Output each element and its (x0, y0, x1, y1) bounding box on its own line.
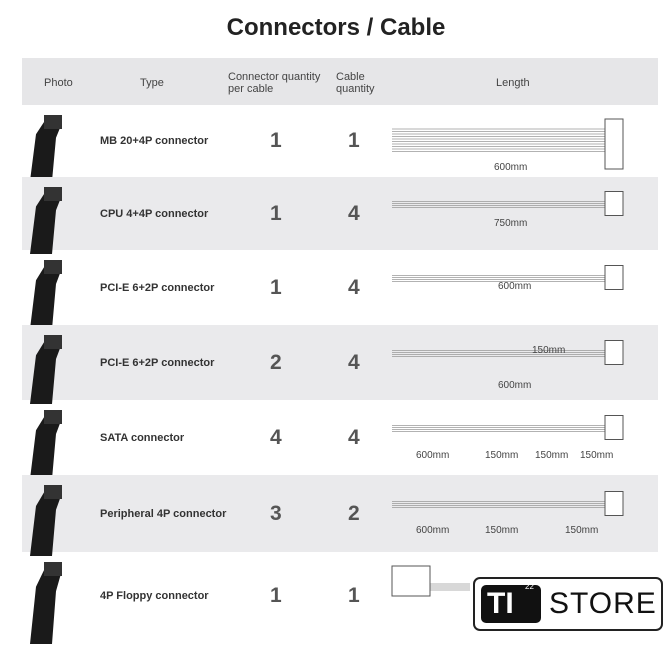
cable-length-diagram: 600mm (390, 105, 658, 177)
length-label: 150mm (535, 450, 569, 461)
length-label: 150mm (532, 345, 566, 356)
header-type: Type (140, 77, 164, 89)
cable-length-diagram: 600mm 150mm 150mm (390, 475, 658, 552)
length-label: 750mm (494, 218, 528, 229)
table-row: PCI-E 6+2P connector 2 4 600mm 150mm (22, 325, 658, 404)
page-title: Connectors / Cable (226, 14, 446, 41)
cable-length-diagram: 600mm 150mm 150mm 150mm (390, 400, 658, 475)
header-length: Length (496, 77, 530, 89)
connector-type: SATA connector (100, 431, 185, 444)
connector-quantity: 1 (270, 584, 282, 607)
logo-text: STORE (549, 587, 657, 620)
table-header: Photo Type Connector quantity per cable … (22, 58, 658, 105)
length-label: 150mm (485, 450, 519, 461)
cable-length-diagram (390, 552, 658, 640)
length-label: 600mm (494, 162, 528, 173)
cable-drawing (392, 415, 624, 440)
cable-quantity: 4 (348, 350, 360, 374)
cable-length-diagram: 600mm (390, 250, 658, 325)
length-label: 600mm (416, 525, 450, 536)
connector-photo (30, 187, 62, 254)
connector-type: 4P Floppy connector (100, 590, 209, 602)
cable-quantity: 4 (348, 201, 360, 225)
logo-mark: TI (481, 585, 541, 623)
length-label: 600mm (498, 281, 532, 292)
connector-quantity: 1 (270, 275, 282, 299)
connector-quantity: 1 (270, 201, 282, 225)
table-row: MB 20+4P connector 1 1 600mm (22, 105, 658, 181)
cable-length-diagram: 600mm 150mm (390, 325, 658, 400)
length-label: 150mm (565, 525, 599, 536)
connector-type: MB 20+4P connector (100, 135, 209, 147)
connector-photo (30, 115, 62, 181)
length-label: 150mm (580, 450, 614, 461)
store-logo: TI 22 STORE (473, 577, 663, 631)
cable-quantity: 2 (348, 501, 360, 525)
cable-drawing (391, 565, 470, 597)
table-row: SATA connector 4 4 600mm 150mm 150mm 150mm (22, 400, 658, 479)
logo-sup: 22 (525, 582, 534, 591)
cable-quantity: 1 (348, 584, 360, 607)
length-label: 150mm (485, 525, 519, 536)
cable-length-diagram: 750mm (390, 177, 658, 250)
header-connector-qty: Connector quantity per cable (228, 71, 321, 95)
cable-quantity: 1 (348, 129, 360, 152)
connector-quantity: 4 (270, 425, 282, 449)
table-row: 4P Floppy connector 1 1 (22, 552, 658, 644)
connector-photo (30, 485, 62, 556)
connector-photo (30, 260, 62, 329)
header-photo: Photo (44, 77, 73, 89)
table-row: CPU 4+4P connector 1 4 750mm (22, 177, 658, 254)
cable-drawing (392, 340, 624, 365)
length-label: 600mm (416, 450, 450, 461)
header-cable-qty: Cable quantity (336, 71, 375, 95)
cable-drawing (392, 491, 624, 516)
table-row: PCI-E 6+2P connector 1 4 600mm (22, 250, 658, 329)
connector-quantity: 1 (270, 129, 282, 152)
connector-type: PCI-E 6+2P connector (100, 281, 215, 294)
connector-photo (30, 335, 62, 404)
cable-drawing (392, 191, 624, 216)
cable-quantity: 4 (348, 275, 360, 299)
connector-photo (30, 410, 62, 479)
table-row: Peripheral 4P connector 3 2 600mm 150mm 15… (22, 475, 658, 556)
connector-quantity: 3 (270, 501, 282, 525)
connector-type: Peripheral 4P connector (100, 507, 227, 520)
cable-drawing (392, 118, 624, 170)
cable-quantity: 4 (348, 425, 360, 449)
connector-type: CPU 4+4P connector (100, 207, 209, 220)
connector-photo (30, 562, 62, 644)
connector-quantity: 2 (270, 350, 282, 374)
length-label: 600mm (498, 380, 532, 391)
cable-drawing (392, 265, 624, 290)
connector-type: PCI-E 6+2P connector (100, 356, 215, 369)
